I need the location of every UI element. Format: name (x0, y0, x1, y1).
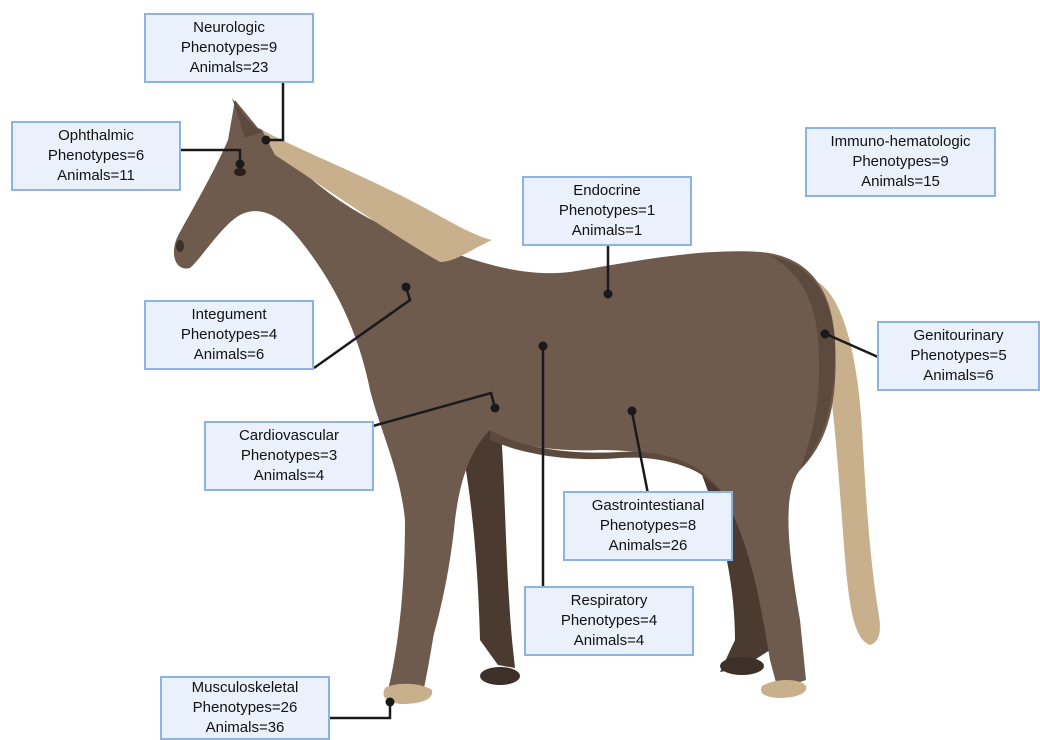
label-immuno-name: Immuno-hematologic (830, 132, 970, 152)
label-integument-name: Integument (191, 305, 266, 325)
label-neurologic-name: Neurologic (193, 18, 265, 38)
label-genitourinary-name: Genitourinary (913, 326, 1003, 346)
label-immuno-phenotypes: Phenotypes=9 (852, 152, 948, 172)
label-endocrine-phenotypes: Phenotypes=1 (559, 201, 655, 221)
label-endocrine-name: Endocrine (573, 181, 641, 201)
label-cardiovascular-phenotypes: Phenotypes=3 (241, 446, 337, 466)
point-genitourinary (821, 330, 830, 339)
horse-eye (234, 168, 246, 176)
leader-neurologic (268, 82, 283, 140)
label-integument: Integument Phenotypes=4 Animals=6 (144, 300, 314, 370)
label-respiratory: Respiratory Phenotypes=4 Animals=4 (524, 586, 694, 656)
horse-nostril (176, 240, 184, 252)
label-gastro-phenotypes: Phenotypes=8 (600, 516, 696, 536)
label-genitourinary: Genitourinary Phenotypes=5 Animals=6 (877, 321, 1040, 391)
label-genitourinary-animals: Animals=6 (923, 366, 993, 386)
point-gastro (628, 407, 637, 416)
label-ophthalmic-name: Ophthalmic (58, 126, 134, 146)
label-neurologic-phenotypes: Phenotypes=9 (181, 38, 277, 58)
label-immuno-hematologic: Immuno-hematologic Phenotypes=9 Animals=… (805, 127, 996, 197)
label-respiratory-animals: Animals=4 (574, 631, 644, 651)
horse-far-fore-hoof (480, 667, 520, 685)
label-ophthalmic: Ophthalmic Phenotypes=6 Animals=11 (11, 121, 181, 191)
label-neurologic: Neurologic Phenotypes=9 Animals=23 (144, 13, 314, 83)
label-ophthalmic-animals: Animals=11 (57, 166, 135, 186)
point-ophthalmic (236, 160, 245, 169)
horse-far-hind-hoof (720, 657, 764, 675)
leader-musculoskeletal (330, 703, 390, 718)
point-cardiovascular (491, 404, 500, 413)
label-ophthalmic-phenotypes: Phenotypes=6 (48, 146, 144, 166)
label-gastro-animals: Animals=26 (609, 536, 688, 556)
label-musculoskeletal-phenotypes: Phenotypes=26 (193, 698, 298, 718)
point-neurologic (262, 136, 271, 145)
label-respiratory-phenotypes: Phenotypes=4 (561, 611, 657, 631)
label-integument-animals: Animals=6 (194, 345, 264, 365)
point-integument (402, 283, 411, 292)
point-musculoskeletal (386, 698, 395, 707)
label-respiratory-name: Respiratory (571, 591, 648, 611)
label-genitourinary-phenotypes: Phenotypes=5 (910, 346, 1006, 366)
point-endocrine (604, 290, 613, 299)
label-integument-phenotypes: Phenotypes=4 (181, 325, 277, 345)
label-immuno-animals: Animals=15 (861, 172, 940, 192)
label-gastro-name: Gastrointestianal (592, 496, 705, 516)
label-cardiovascular-name: Cardiovascular (239, 426, 339, 446)
label-musculoskeletal: Musculoskeletal Phenotypes=26 Animals=36 (160, 676, 330, 740)
label-cardiovascular-animals: Animals=4 (254, 466, 324, 486)
label-neurologic-animals: Animals=23 (190, 58, 269, 78)
point-respiratory (539, 342, 548, 351)
label-cardiovascular: Cardiovascular Phenotypes=3 Animals=4 (204, 421, 374, 491)
label-endocrine-animals: Animals=1 (572, 221, 642, 241)
label-gastrointestinal: Gastrointestianal Phenotypes=8 Animals=2… (563, 491, 733, 561)
label-musculoskeletal-animals: Animals=36 (206, 718, 285, 738)
label-musculoskeletal-name: Musculoskeletal (192, 678, 299, 698)
horse-near-hind-hoof (761, 680, 806, 698)
label-endocrine: Endocrine Phenotypes=1 Animals=1 (522, 176, 692, 246)
